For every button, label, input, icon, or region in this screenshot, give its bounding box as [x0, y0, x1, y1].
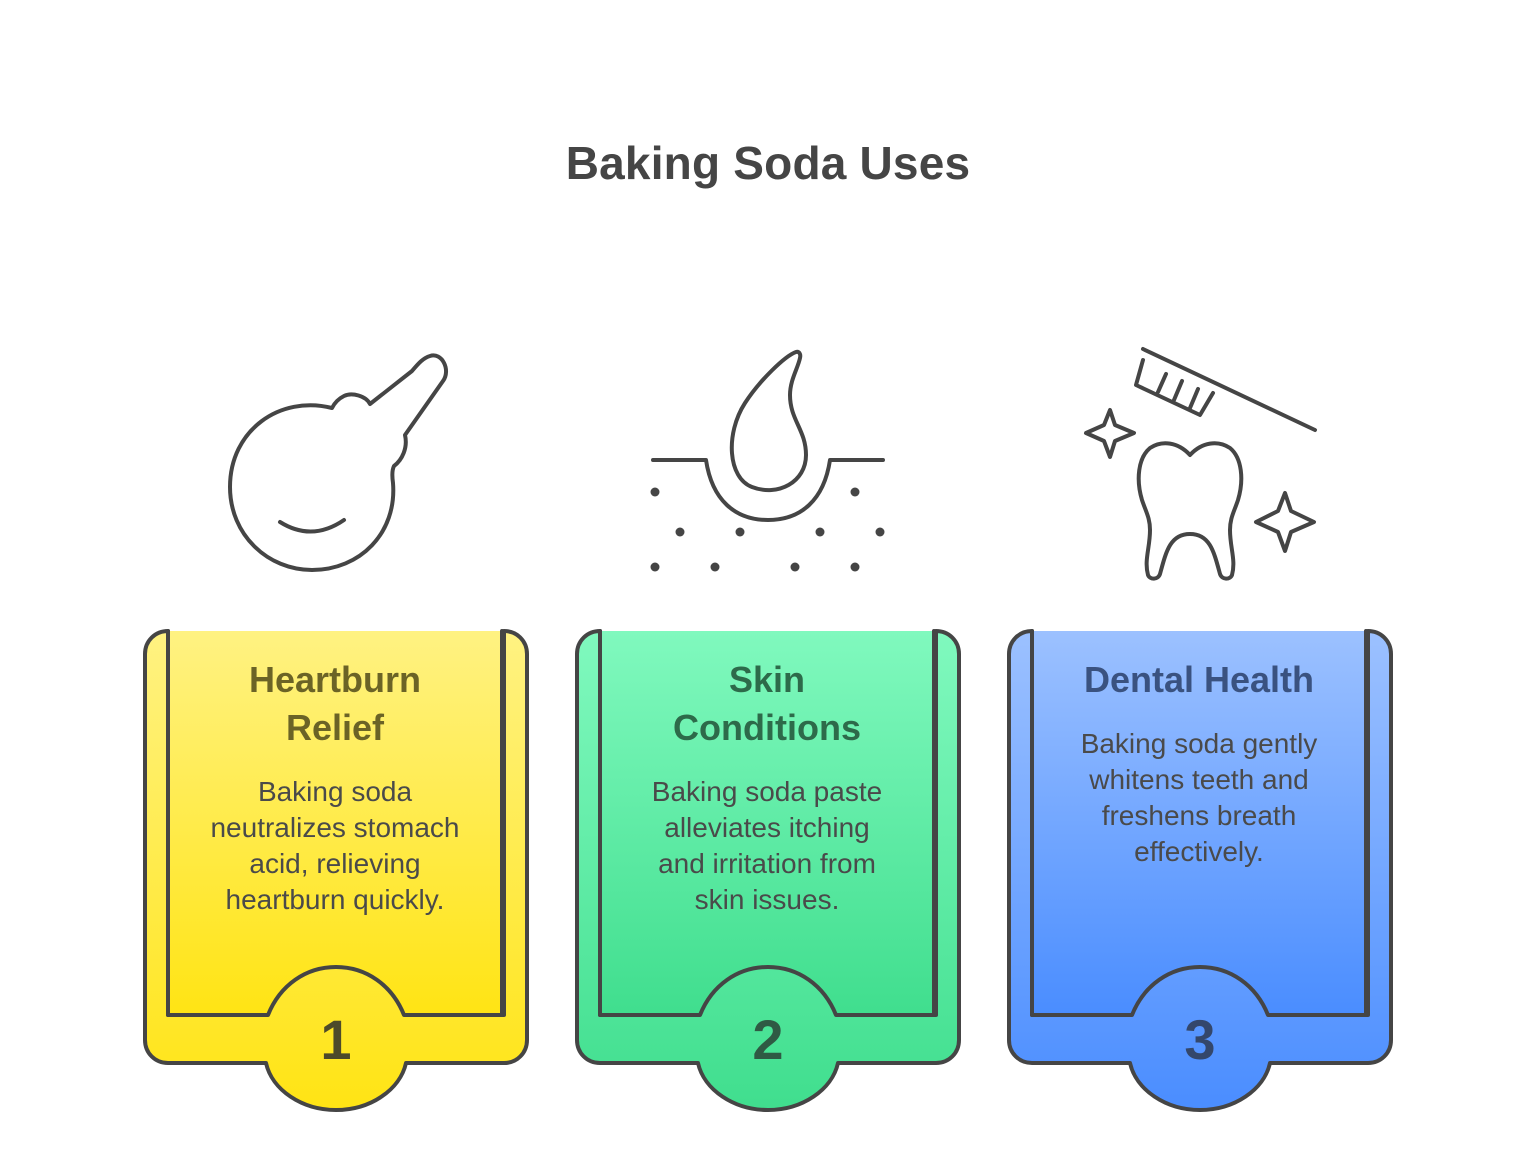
card-3-heading: Dental Health: [1034, 656, 1364, 704]
card-2-text: Skin Conditions Baking soda paste allevi…: [602, 656, 932, 918]
card-3-body-line: Baking soda gently: [1080, 728, 1318, 759]
card-2-frame: [575, 629, 961, 1112]
card-3-body-line: effectively.: [1134, 836, 1264, 867]
card-heartburn-relief: [143, 629, 529, 1112]
card-dental-health: [1007, 629, 1393, 1112]
card-1-body-line: acid, relieving: [249, 848, 421, 879]
card-1-body-line: Baking soda: [257, 776, 413, 807]
card-3-text: Dental Health Baking soda gently whitens…: [1034, 656, 1364, 870]
card-2-heading: Skin Conditions: [602, 656, 932, 752]
card-1-number: 1: [320, 1008, 352, 1071]
card-1-text: Heartburn Relief Baking soda neutralizes…: [170, 656, 500, 918]
card-3-body-line: freshens breath: [1101, 800, 1297, 831]
tooth-brush-icon: [1084, 347, 1317, 581]
card-2-body-line: alleviates itching: [664, 812, 870, 843]
card-2-description: Baking soda paste alleviates itching and…: [602, 774, 932, 918]
card-2-number: 2: [752, 1008, 784, 1071]
card-3-frame: [1007, 629, 1393, 1112]
card-3-description: Baking soda gently whitens teeth and fre…: [1034, 726, 1364, 870]
card-3-body: [1032, 631, 1366, 1015]
card-inner-lines: [166, 629, 1368, 1017]
card-1-body: [168, 631, 502, 1015]
suction-bulb-icon: [228, 353, 449, 572]
card-2-heading-line1: Skin: [728, 659, 806, 700]
card-1-heading-line1: Heartburn: [248, 659, 422, 700]
card-2-heading-line2: Conditions: [673, 707, 861, 748]
card-1-heading-line2: Relief: [285, 707, 385, 748]
card-3-number: 3: [1184, 1008, 1216, 1071]
card-2-body-line: and irritation from: [658, 848, 876, 879]
card-1-body-line: heartburn quickly.: [225, 884, 445, 915]
page-title: Baking Soda Uses: [565, 137, 971, 189]
card-1-heading: Heartburn Relief: [170, 656, 500, 752]
card-1-body-line: neutralizes stomach: [210, 812, 460, 843]
card-2-body-line: skin issues.: [694, 884, 840, 915]
card-2-body-line: Baking soda paste: [651, 776, 883, 807]
card-2-body: [600, 631, 934, 1015]
card-3-body-line: whitens teeth and: [1089, 764, 1309, 795]
card-3-heading-line1: Dental Health: [1083, 659, 1315, 700]
card-1-frame: [143, 629, 529, 1112]
card-skin-conditions: [575, 629, 961, 1112]
card-1-description: Baking soda neutralizes stomach acid, re…: [170, 774, 500, 918]
skin-drop-icon: [650, 349, 885, 572]
